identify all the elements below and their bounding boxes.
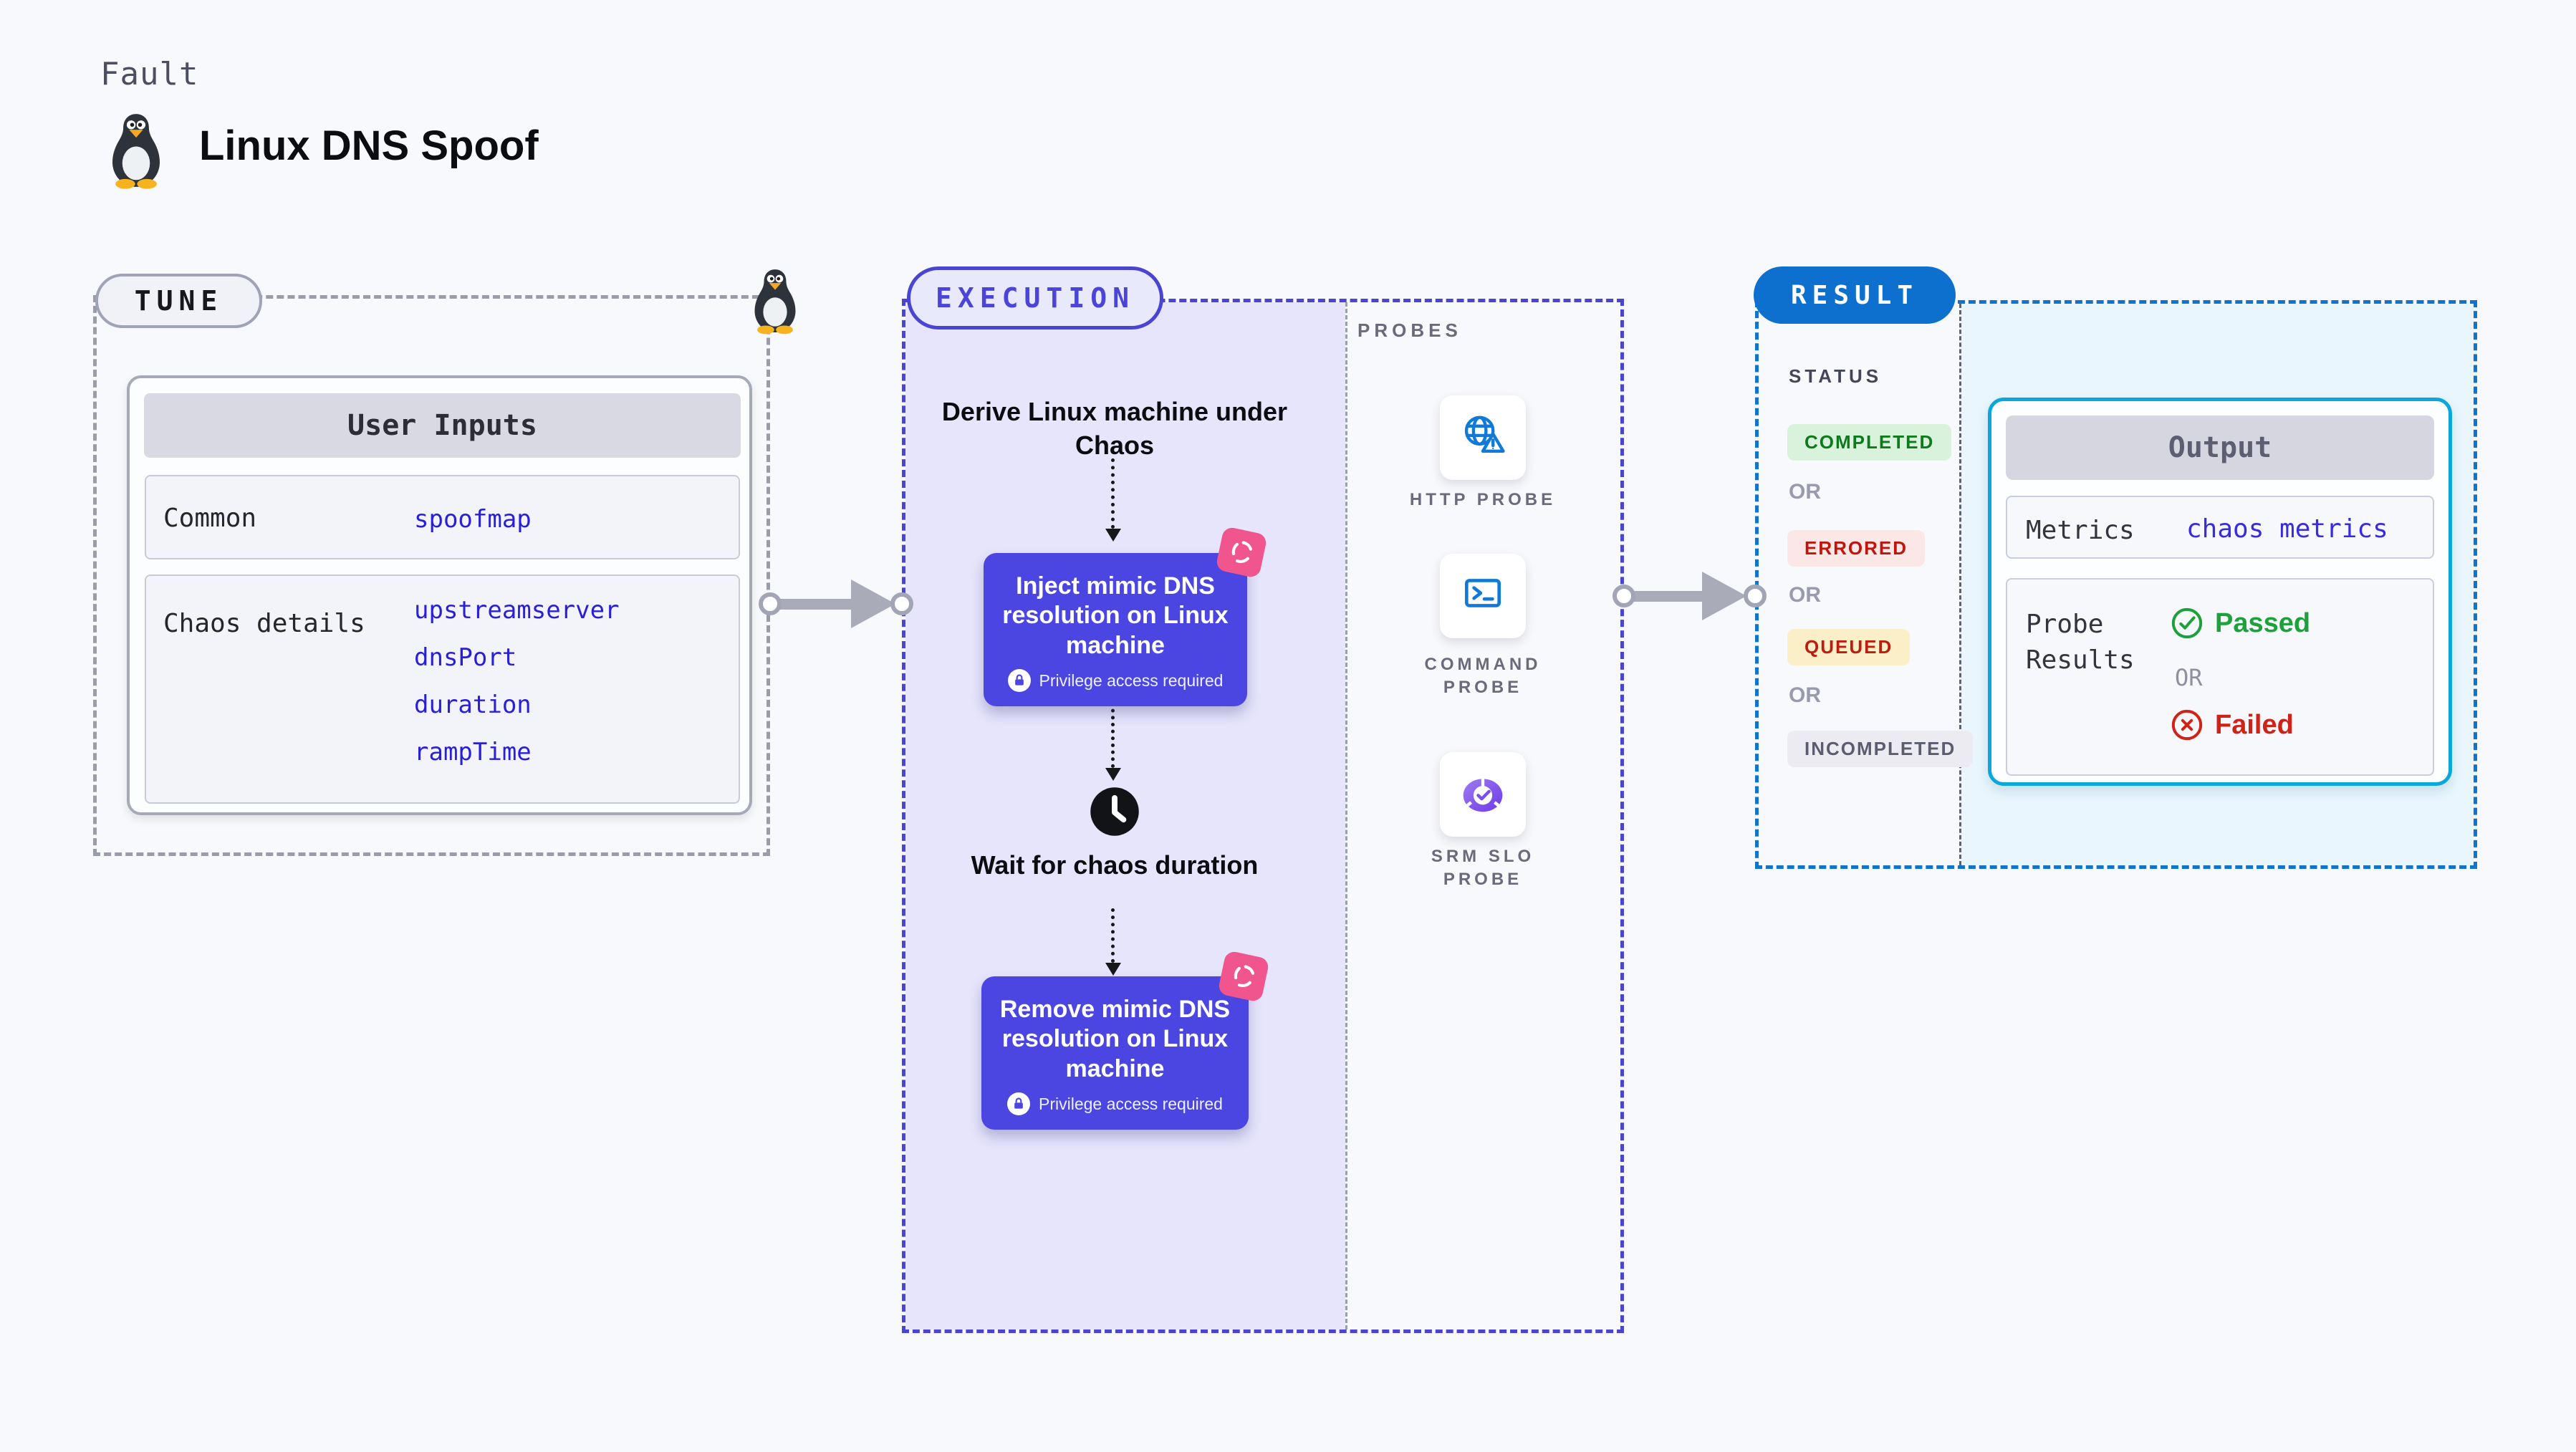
inject-dns-step-box: Inject mimic DNS resolution on Linux mac…: [984, 553, 1247, 707]
chaos-logo-icon: [1215, 526, 1268, 579]
srm-slo-probe-icon: [1458, 768, 1508, 822]
metrics-value: chaos metrics: [2186, 514, 2388, 544]
status-divider: [1959, 304, 1961, 865]
status-badge-incompleted: INCOMPLETED: [1787, 731, 1974, 767]
row-label: Common: [163, 504, 257, 533]
probe-results-row: Probe Results Passed OR: [2006, 578, 2434, 776]
probes-heading: PROBES: [1357, 319, 1462, 341]
status-badge-queued: QUEUED: [1787, 629, 1911, 665]
connector-arrow: [1628, 591, 1708, 602]
http-probe-label: HTTP PROBE: [1409, 490, 1557, 509]
chaos-detail-value: dnsPort: [414, 643, 517, 672]
user-inputs-row-common: Common spoofmap: [145, 475, 740, 559]
probe-result-failed: Failed: [2171, 708, 2294, 741]
tune-pill: TUNE: [95, 274, 262, 328]
http-probe-icon: [1458, 411, 1508, 465]
user-inputs-header: User Inputs: [144, 393, 741, 458]
step-title: Inject mimic DNS resolution on Linux mac…: [1002, 572, 1229, 659]
output-card: Output Metrics chaos metrics Probe Resul…: [1988, 398, 2452, 786]
passed-text: Passed: [2215, 607, 2311, 638]
http-probe-card: [1440, 395, 1526, 480]
metrics-row: Metrics chaos metrics: [2006, 496, 2434, 559]
connector-end-node: [1744, 585, 1767, 607]
probe-results-label: Probe Results: [2026, 610, 2135, 675]
remove-dns-step-box: Remove mimic DNS resolution on Linux mac…: [981, 976, 1249, 1130]
connector-arrow: [771, 599, 857, 610]
row-values: upstreamserver dnsPort duration rampTime: [414, 587, 620, 776]
metrics-label: Metrics: [2026, 516, 2135, 545]
privilege-note: Privilege access required: [1007, 1092, 1223, 1116]
output-header: Output: [2006, 415, 2434, 480]
fault-kicker: Fault: [100, 56, 199, 92]
row-label: Chaos details: [163, 609, 365, 638]
wait-step-text: Wait for chaos duration: [971, 850, 1259, 880]
probe-result-passed: Passed: [2171, 607, 2310, 640]
connector-arrowhead: [1702, 572, 1746, 620]
user-inputs-row-chaos-details: Chaos details upstreamserver dnsPort dur…: [145, 574, 740, 804]
failed-text: Failed: [2215, 709, 2294, 740]
tune-section: [93, 295, 770, 856]
status-badge-errored: ERRORED: [1787, 530, 1926, 567]
status-or: OR: [1789, 480, 1821, 504]
connector-end-node: [890, 592, 913, 615]
privilege-note-text: Privilege access required: [1039, 1094, 1223, 1113]
flow-arrow-down: [1111, 908, 1115, 963]
lock-icon: [1007, 1092, 1031, 1116]
command-probe-icon: [1459, 571, 1506, 622]
page-title: Linux DNS Spoof: [199, 122, 539, 169]
flow-arrow-down: [1111, 458, 1115, 529]
command-probe-label: COMMAND PROBE: [1424, 655, 1542, 698]
chaos-detail-value: rampTime: [414, 738, 532, 766]
user-inputs-card: User Inputs Common spoofmap Chaos detail…: [127, 375, 752, 815]
row-value: spoofmap: [414, 505, 532, 534]
wait-clock-icon: [1089, 786, 1140, 837]
status-badge-completed: COMPLETED: [1787, 424, 1952, 461]
flow-arrowhead: [1105, 963, 1121, 976]
flow-arrowhead: [1105, 529, 1121, 542]
step-title: Remove mimic DNS resolution on Linux mac…: [999, 996, 1231, 1082]
derive-step-text: Derive Linux machine under Chaos: [941, 397, 1288, 460]
status-heading: STATUS: [1789, 365, 1883, 387]
tune-tux-icon: [748, 262, 802, 340]
lock-icon: [1007, 669, 1031, 693]
srm-slo-probe-card: [1440, 752, 1526, 837]
probe-result-or: OR: [2175, 664, 2203, 691]
privilege-note: Privilege access required: [1007, 669, 1224, 693]
execution-pill: EXECUTION: [907, 266, 1163, 330]
privilege-note-text: Privilege access required: [1039, 670, 1224, 690]
x-circle-icon: [2171, 708, 2203, 741]
check-circle-icon: [2171, 607, 2203, 640]
chaos-logo-icon: [1217, 950, 1270, 1003]
connector-start-node: [759, 592, 782, 615]
chaos-detail-value: duration: [414, 691, 532, 719]
result-pill: RESULT: [1754, 266, 1956, 324]
srm-slo-probe-label: SRM SLO PROBE: [1431, 847, 1535, 890]
flow-arrowhead: [1105, 768, 1121, 781]
connector-start-node: [1613, 585, 1635, 607]
chaos-detail-value: upstreamserver: [414, 596, 620, 625]
linux-tux-icon: [105, 112, 168, 189]
flow-arrow-down: [1111, 702, 1115, 768]
result-section: STATUS COMPLETED OR ERRORED OR QUEUED OR…: [1755, 300, 2477, 869]
status-or: OR: [1789, 683, 1821, 707]
connector-arrowhead: [851, 580, 895, 628]
command-probe-card: [1440, 554, 1526, 638]
status-or: OR: [1789, 583, 1821, 607]
